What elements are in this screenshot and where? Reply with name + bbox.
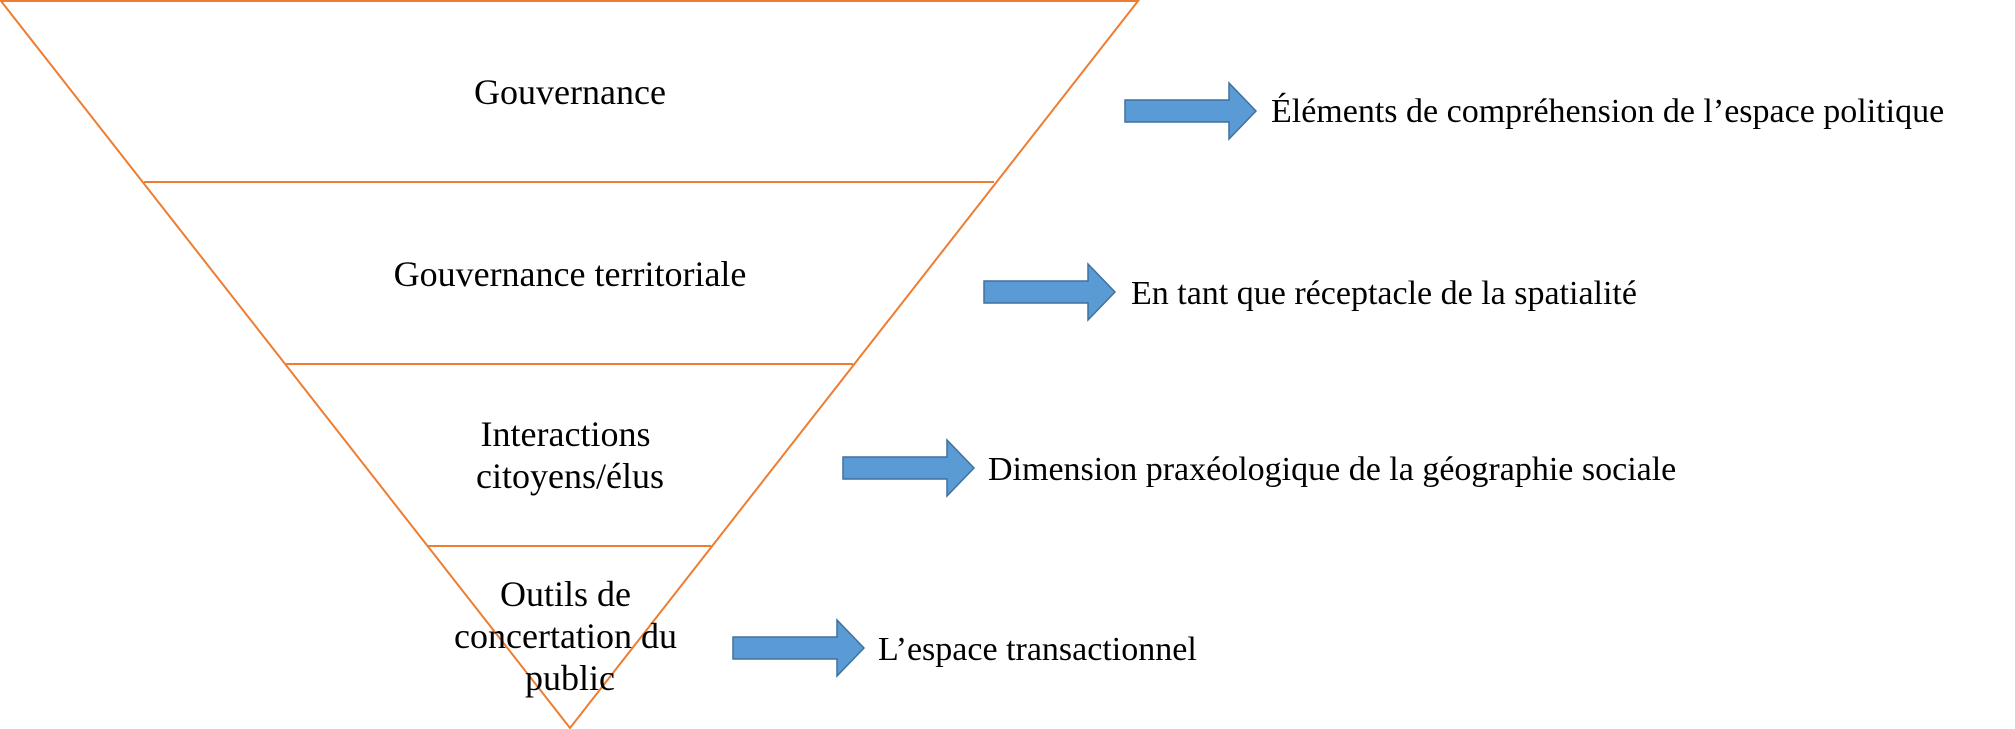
arrow-right-icon — [732, 618, 866, 678]
level-3-line-2: citoyens/élus — [476, 456, 664, 496]
level-2-note: En tant que réceptacle de la spatialité — [1131, 275, 1637, 312]
arrow-right-icon — [983, 262, 1117, 322]
level-4-note: L’espace transactionnel — [878, 631, 1197, 668]
level-1-line-1: Gouvernance — [474, 72, 666, 112]
level-3-line-1: Interactions — [481, 414, 651, 454]
level-3-note: Dimension praxéologique de la géographie… — [988, 451, 1676, 488]
arrow-right-icon — [1124, 81, 1258, 141]
arrow-right-icon — [842, 438, 976, 498]
level-4-label: Outils de concertation du public — [454, 574, 686, 698]
level-2-line-1: Gouvernance territoriale — [394, 254, 747, 294]
level-2-label: Gouvernance territoriale — [394, 254, 747, 294]
level-1-note: Éléments de compréhension de l’espace po… — [1271, 93, 1944, 130]
level-4-line-1: Outils de — [500, 574, 631, 614]
level-4-line-2: concertation du — [454, 616, 677, 656]
level-1-label: Gouvernance — [474, 72, 666, 112]
level-3-label: Interactions citoyens/élus — [476, 414, 664, 496]
level-4-line-3: public — [525, 658, 615, 698]
